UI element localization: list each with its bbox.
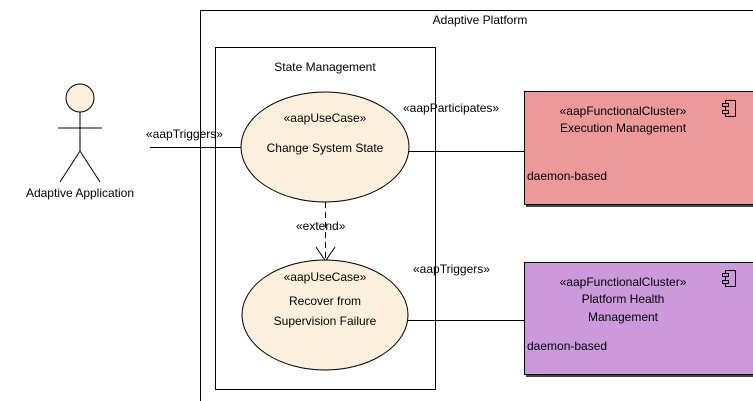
usecase-1-name: Change System State	[266, 141, 384, 155]
usecase-2-stereotype: «aapUseCase»	[283, 270, 367, 284]
usecase-recover-from-supervision-failure	[241, 259, 409, 371]
extend-label: «extend»	[296, 219, 346, 233]
participates-label: «aapParticipates»	[403, 101, 500, 115]
state-management-title: State Management	[274, 60, 376, 74]
exec-mgmt-attribute: daemon-based	[527, 169, 608, 183]
phm-box	[524, 262, 753, 375]
exec-mgmt-shadow	[526, 205, 753, 207]
exec-mgmt-box	[524, 91, 753, 205]
phm-name-line2: Management	[587, 310, 659, 324]
usecase-2-name-line1: Recover from	[288, 294, 362, 308]
usecase-1-stereotype: «aapUseCase»	[283, 111, 367, 125]
phm-shadow	[526, 375, 753, 377]
actor-head	[65, 83, 95, 113]
exec-mgmt-stereotype: «aapFunctionalCluster»	[559, 104, 687, 118]
adaptive-platform-title: Adaptive Platform	[432, 13, 528, 27]
phm-attribute: daemon-based	[527, 339, 608, 353]
actor-label: Adaptive Application	[25, 186, 135, 200]
actor-triggers-label: «aapTriggers»	[146, 127, 223, 141]
actor-icon	[58, 83, 102, 183]
exec-mgmt-name: Execution Management	[559, 121, 687, 135]
phm-name-line1: Platform Health	[581, 292, 665, 306]
usecase-change-system-state	[240, 91, 410, 203]
state-management-boundary	[215, 47, 436, 390]
component-icon	[722, 100, 736, 117]
phm-stereotype: «aapFunctionalCluster»	[559, 275, 687, 289]
usecase-2-name-line2: Supervision Failure	[273, 314, 377, 328]
component-icon	[722, 270, 736, 287]
phm-triggers-label: «aapTriggers»	[413, 262, 490, 276]
adaptive-platform-boundary	[200, 10, 753, 401]
